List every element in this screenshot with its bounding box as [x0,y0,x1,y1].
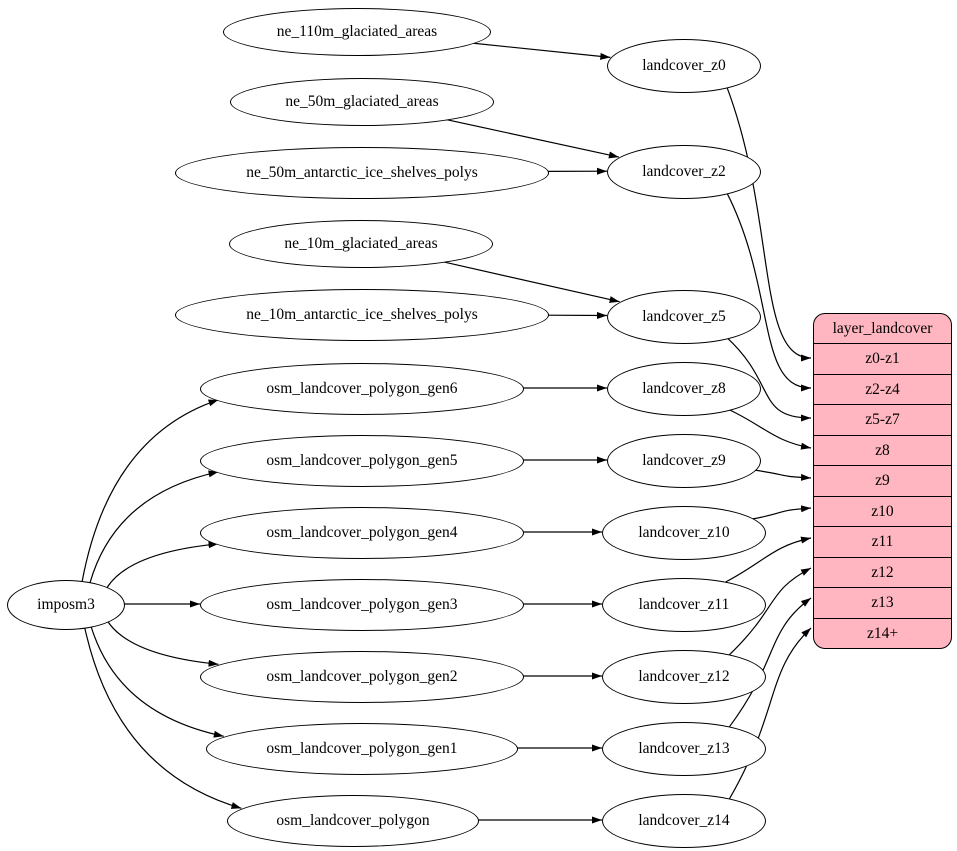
node-osm-landcover-polygon-gen6: osm_landcover_polygon_gen6 [200,363,524,415]
node-label: osm_landcover_polygon_gen6 [266,380,458,398]
node-label: landcover_z12 [638,668,730,686]
node-landcover-z14: landcover_z14 [602,794,766,848]
node-label: osm_landcover_polygon [276,812,430,830]
node-label: osm_landcover_polygon_gen4 [266,524,458,542]
node-label: landcover_z14 [638,812,730,830]
edge-landcover-z0-to-layer-landcover-z0-z1 [726,86,812,362]
edge-landcover-z11-to-layer-landcover-z11 [725,536,812,583]
node-landcover-z5: landcover_z5 [607,290,761,344]
node-landcover-z8: landcover_z8 [607,362,761,416]
node-label: landcover_z0 [642,57,726,75]
edge-landcover-z2-to-layer-landcover-z2-z4 [726,192,812,392]
node-label: osm_landcover_polygon_gen3 [266,596,458,614]
node-landcover-z12: landcover_z12 [602,650,766,704]
record-row-z10: z10 [814,495,951,526]
edge-imposm3-to-osm-landcover-polygon-gen4 [106,541,219,588]
node-osm-landcover-polygon-gen1: osm_landcover_polygon_gen1 [206,723,518,775]
node-osm-landcover-polygon-gen5: osm_landcover_polygon_gen5 [200,435,524,487]
node-ne-50m-glaciated-areas: ne_50m_glaciated_areas [230,78,494,126]
edge-imposm3-to-osm-landcover-polygon-gen2 [106,620,219,667]
node-landcover-z2: landcover_z2 [607,145,761,199]
node-label: landcover_z11 [638,596,730,614]
node-ne-110m-glaciated-areas: ne_110m_glaciated_areas [223,8,491,56]
node-osm-landcover-polygon-gen3: osm_landcover_polygon_gen3 [200,579,524,631]
record-row-z2-z4: z2-z4 [814,373,951,404]
edge-landcover-z10-to-layer-landcover-z10 [752,505,812,520]
node-ne-10m-antarctic-ice-shelves-polys: ne_10m_antarctic_ice_shelves_polys [175,289,549,341]
record-row-z9: z9 [814,465,951,495]
record-row-z8: z8 [814,434,951,465]
node-ne-10m-glaciated-areas: ne_10m_glaciated_areas [229,220,493,268]
node-label: ne_10m_glaciated_areas [284,235,438,253]
record-row-z13: z13 [814,587,951,617]
node-landcover-z10: landcover_z10 [602,506,766,560]
node-osm-landcover-polygon-gen4: osm_landcover_polygon_gen4 [200,507,524,559]
node-label: landcover_z8 [642,380,726,398]
node-label: ne_50m_glaciated_areas [285,93,439,111]
node-label: osm_landcover_polygon_gen1 [266,740,458,758]
record-title: layer_landcover [832,319,933,337]
edge-landcover-z14-to-layer-landcover-z14plus [728,627,812,800]
node-landcover-z13: landcover_z13 [602,722,766,776]
edge-imposm3-to-osm-landcover-polygon-gen1 [90,625,224,738]
node-label: landcover_z2 [642,163,726,181]
node-label: ne_10m_antarctic_ice_shelves_polys [246,306,478,324]
node-osm-landcover-polygon-gen2: osm_landcover_polygon_gen2 [200,651,524,703]
edge-landcover-z12-to-layer-landcover-z12 [729,567,812,656]
node-label: imposm3 [37,596,95,614]
edge-ne-110m-glaciated-areas-to-landcover-z0 [469,42,611,60]
record-row-z12: z12 [814,556,951,587]
node-label: landcover_z9 [642,452,726,470]
node-label: landcover_z10 [638,524,730,542]
node-landcover-z0: landcover_z0 [607,39,761,93]
edge-landcover-z9-to-layer-landcover-z9 [753,469,812,481]
node-landcover-z11: landcover_z11 [602,578,766,632]
node-imposm3: imposm3 [7,580,125,630]
node-landcover-z9: landcover_z9 [607,434,761,488]
edge-landcover-z8-to-layer-landcover-z8 [727,408,812,450]
record-row-z0-z1: z0-z1 [814,343,951,373]
edge-ne-10m-glaciated-areas-to-landcover-z5 [440,260,620,303]
edge-imposm3-to-osm-landcover-polygon [83,626,242,809]
record-row-z5-z7: z5-z7 [814,404,951,434]
edge-ne-50m-glaciated-areas-to-landcover-z2 [443,118,620,159]
edge-imposm3-to-osm-landcover-polygon-gen5 [89,470,219,583]
node-label: landcover_z5 [642,308,726,326]
node-ne-50m-antarctic-ice-shelves-polys: ne_50m_antarctic_ice_shelves_polys [175,147,549,199]
node-label: ne_50m_antarctic_ice_shelves_polys [246,164,478,182]
record-row-z14plus: z14+ [814,617,951,648]
node-label: landcover_z13 [638,740,730,758]
edge-landcover-z13-to-layer-landcover-z13 [729,597,812,728]
edge-landcover-z5-to-layer-landcover-z5-z7 [726,336,812,422]
node-label: osm_landcover_polygon_gen2 [266,668,458,686]
node-label: osm_landcover_polygon_gen5 [266,452,458,470]
node-label: ne_110m_glaciated_areas [276,23,438,41]
node-osm-landcover-polygon: osm_landcover_polygon [227,795,479,847]
edge-imposm3-to-osm-landcover-polygon-gen6 [81,399,219,582]
record-row-z11: z11 [814,526,951,556]
